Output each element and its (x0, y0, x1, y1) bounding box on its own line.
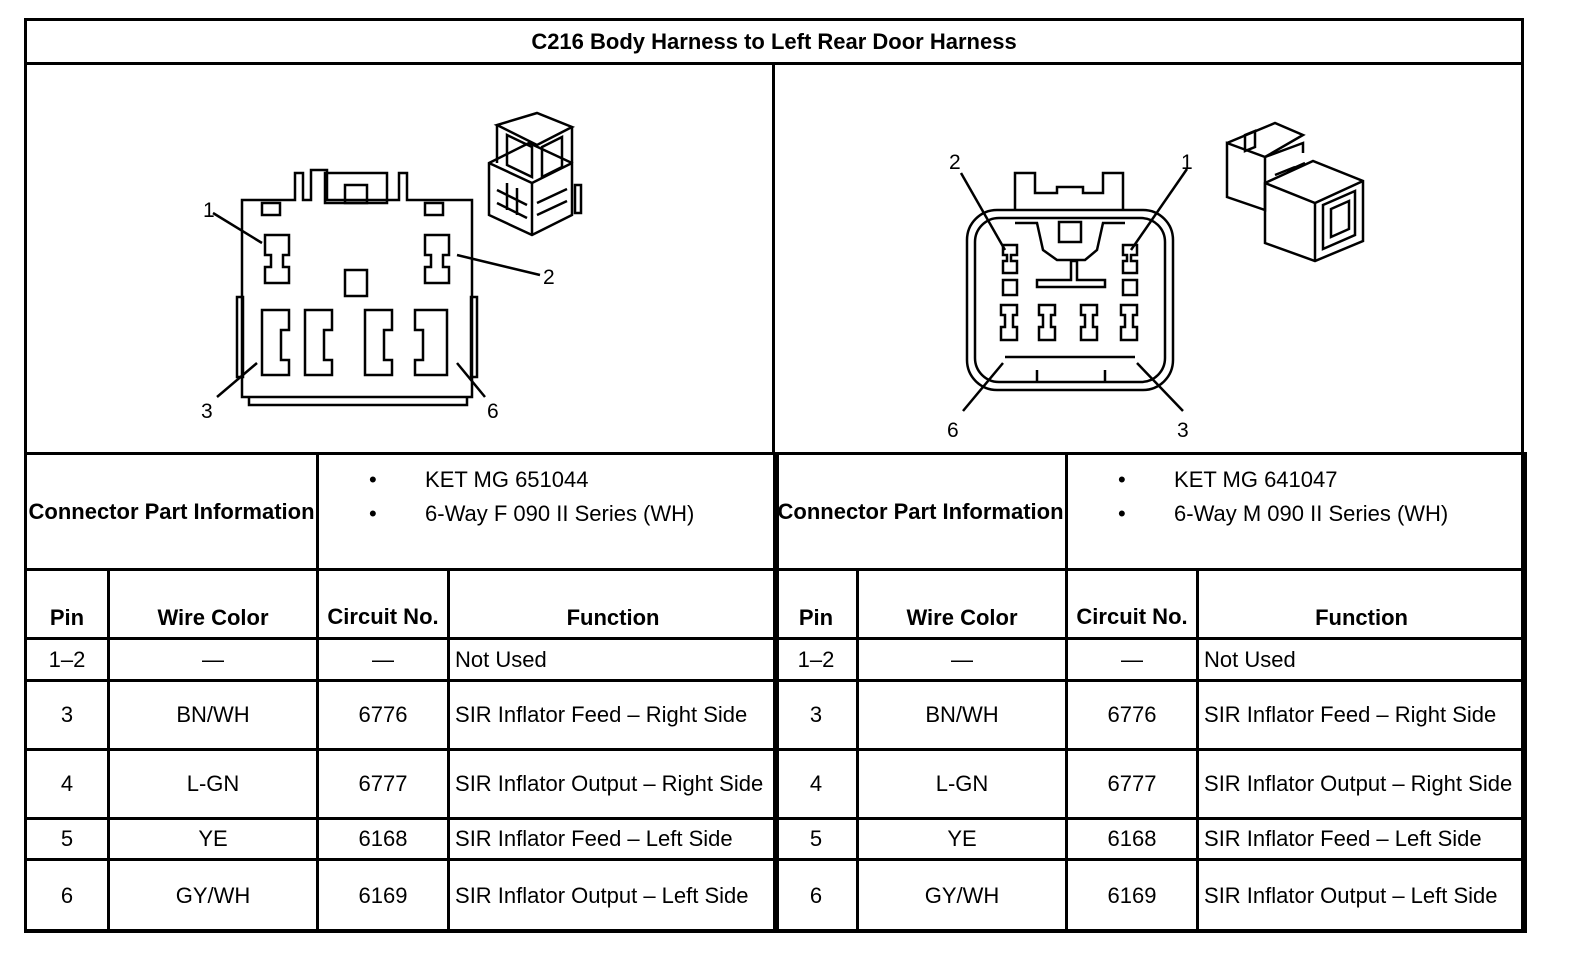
col-header-pin: Pin (24, 568, 110, 640)
pin-label-1: 1 (203, 199, 215, 222)
table-row: 1–2 — — Not Used (24, 637, 780, 682)
right-connector-diagram: 2 1 6 3 (775, 65, 1521, 452)
pin-label-3: 3 (1177, 419, 1189, 442)
connector-part-info-list: KET MG 641047 6-Way M 090 II Series (WH) (1065, 452, 1528, 571)
connector-info-item: 6-Way F 090 II Series (WH) (369, 497, 776, 531)
connector-info-item: KET MG 651044 (369, 463, 776, 497)
table-header-row: Pin Wire Color Circuit No. Function (773, 568, 1528, 640)
right-pinout-table: Connector Part Information KET MG 641047… (772, 452, 1528, 933)
table-row: 1–2 — — Not Used (773, 637, 1528, 682)
col-header-wire-color: Wire Color (106, 568, 320, 640)
connector-info-item: KET MG 641047 (1118, 463, 1524, 497)
col-header-circuit: Circuit No. (1065, 568, 1200, 640)
table-row: 4 L-GN 6777 SIR Inflator Output – Right … (773, 748, 1528, 820)
female-connector-face-drawing: 1 2 3 6 (201, 111, 583, 423)
pin-label-2: 2 (543, 266, 555, 289)
left-pinout-table: Connector Part Information KET MG 651044… (23, 452, 780, 933)
page-title: C216 Body Harness to Left Rear Door Harn… (27, 21, 1521, 65)
table-row: 6 GY/WH 6169 SIR Inflator Output – Left … (24, 858, 780, 933)
table-row: 3 BN/WH 6776 SIR Inflator Feed – Right S… (773, 679, 1528, 751)
table-row: 4 L-GN 6777 SIR Inflator Output – Right … (24, 748, 780, 820)
pin-label-6: 6 (947, 419, 959, 442)
table-header-row: Pin Wire Color Circuit No. Function (24, 568, 780, 640)
pin-label-1: 1 (1181, 151, 1193, 174)
col-header-wire-color: Wire Color (855, 568, 1069, 640)
connector-part-info-list: KET MG 651044 6-Way F 090 II Series (WH) (316, 452, 780, 571)
pin-label-2: 2 (949, 151, 961, 174)
connector-sheet: C216 Body Harness to Left Rear Door Harn… (23, 18, 1528, 933)
table-row: 5 YE 6168 SIR Inflator Feed – Left Side (24, 817, 780, 861)
table-row: 3 BN/WH 6776 SIR Inflator Feed – Right S… (24, 679, 780, 751)
col-header-pin: Pin (773, 568, 859, 640)
pin-label-3: 3 (201, 400, 213, 423)
col-header-function: Function (447, 568, 780, 640)
left-connector-diagram: 1 2 3 6 (27, 65, 775, 452)
col-header-function: Function (1196, 568, 1528, 640)
connector-info-row: Connector Part Information KET MG 641047… (772, 452, 1528, 571)
connector-info-row: Connector Part Information KET MG 651044… (23, 452, 780, 571)
connector-part-info-label: Connector Part Information (23, 452, 320, 571)
male-connector-face-drawing: 2 1 6 3 (947, 121, 1365, 442)
connector-part-info-label: Connector Part Information (772, 452, 1069, 571)
connector-info-item: 6-Way M 090 II Series (WH) (1118, 497, 1524, 531)
pin-label-6: 6 (487, 400, 499, 423)
table-row: 6 GY/WH 6169 SIR Inflator Output – Left … (773, 858, 1528, 933)
col-header-circuit: Circuit No. (316, 568, 451, 640)
table-row: 5 YE 6168 SIR Inflator Feed – Left Side (773, 817, 1528, 861)
